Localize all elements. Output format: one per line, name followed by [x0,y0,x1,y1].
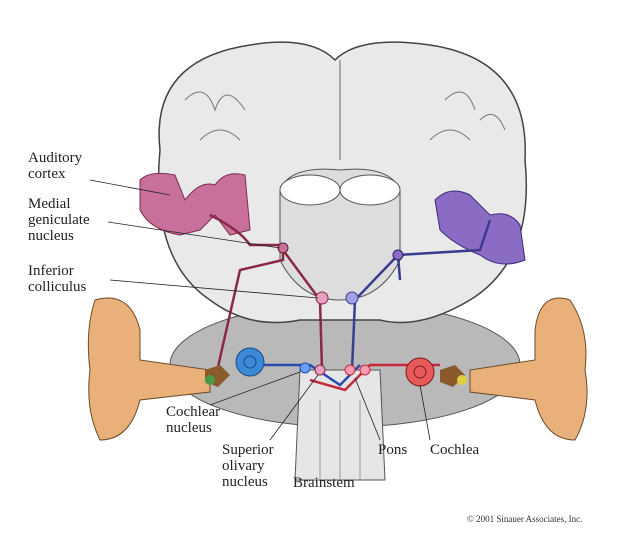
label-superior-olivary-nucleus: Superior olivary nucleus [222,442,274,490]
label-line: Auditory [28,150,83,166]
copyright-notice: © 2001 Sinauer Associates, Inc. [467,514,583,524]
left-ear [87,297,211,441]
left-cochlea [235,347,265,377]
label-pons: Pons [378,442,408,458]
label-line: geniculate [28,212,90,228]
label-line: Medial [28,196,71,212]
label-line: nucleus [28,228,74,244]
right-ear [469,297,588,441]
right-mgn [392,249,404,261]
label-line: olivary [222,458,265,474]
label-line: nucleus [222,474,268,490]
label-cochlea: Cochlea [430,442,480,458]
label-auditory-cortex: Auditory cortex [28,150,82,182]
right-auditory-cortex [434,190,526,265]
label-line: Superior [222,442,274,458]
label-line: colliculus [28,279,87,295]
label-line: Cochlear [166,404,221,420]
right-cochlea [405,357,435,387]
label-brainstem: Brainstem [293,475,355,491]
label-medial-geniculate-nucleus: Medial geniculate nucleus [28,196,90,244]
label-inferior-colliculus: Inferior colliculus [28,263,86,295]
right-inferior-colliculus [345,291,359,305]
label-line: cortex [28,166,66,182]
label-line: Inferior [28,263,74,279]
label-line: nucleus [166,420,212,436]
left-auditory-cortex [139,172,251,236]
label-cochlear-nucleus: Cochlear nucleus [166,404,220,436]
